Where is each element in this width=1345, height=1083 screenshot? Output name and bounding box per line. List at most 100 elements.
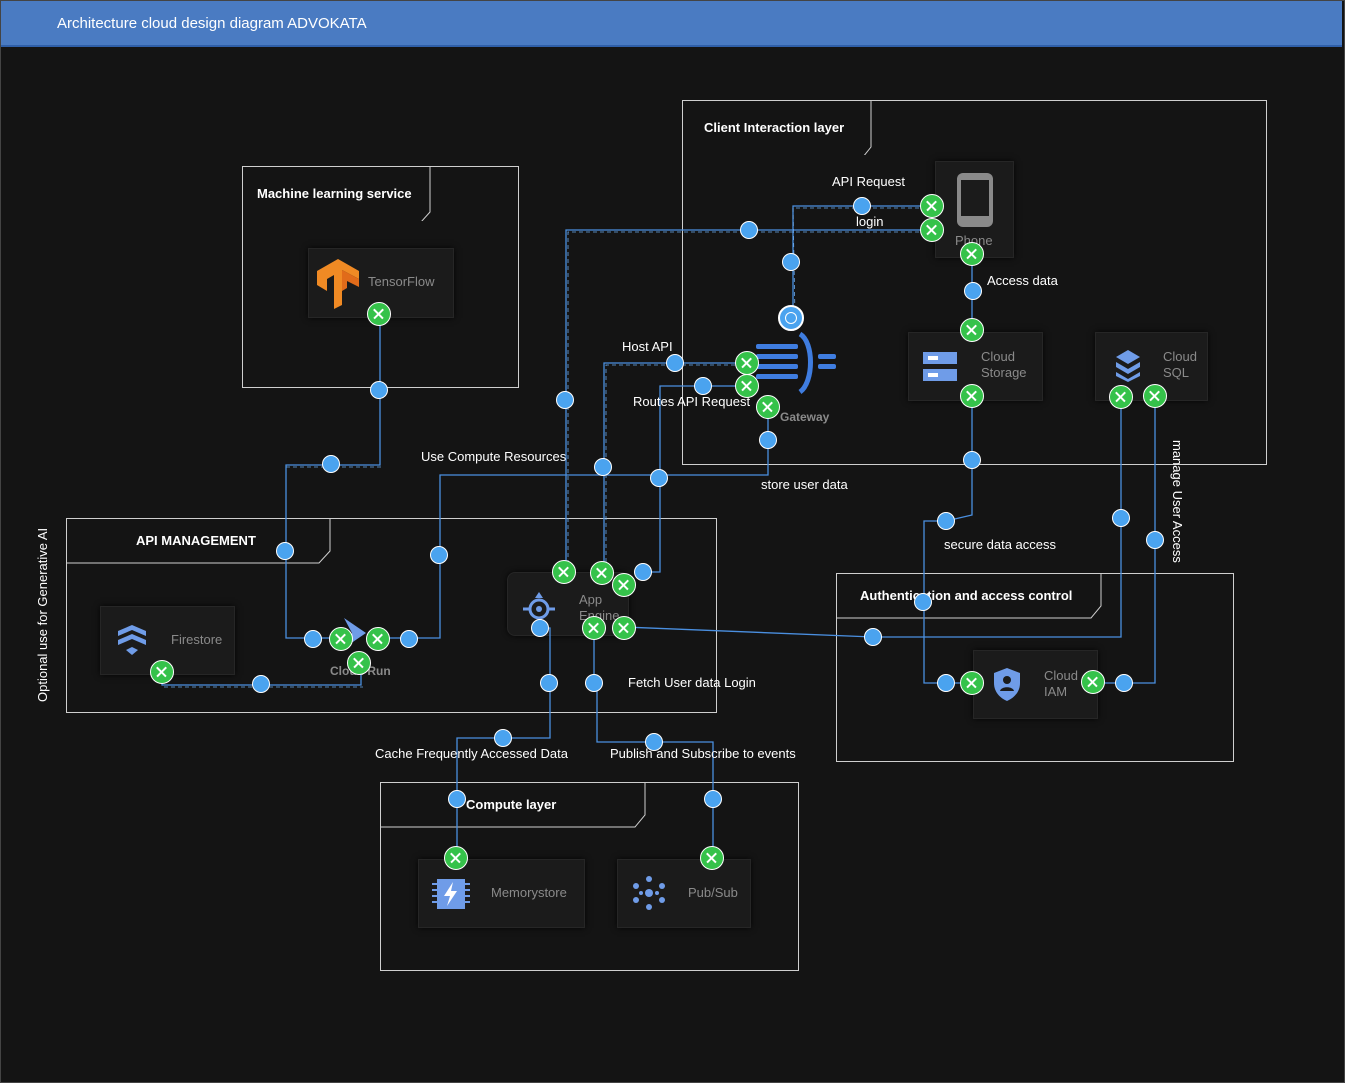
connector-point[interactable]: [700, 846, 724, 870]
wire-handle[interactable]: [759, 431, 777, 449]
phone-icon: [957, 173, 993, 227]
api-gateway-icon: [756, 331, 836, 395]
connector-point[interactable]: [612, 616, 636, 640]
connector-point[interactable]: [756, 395, 780, 419]
wire-handle[interactable]: [964, 282, 982, 300]
cloud-sql-icon: [1116, 350, 1140, 382]
wire-handle[interactable]: [448, 790, 466, 808]
tensorflow-label: TensorFlow: [368, 274, 435, 289]
wire-handle[interactable]: [634, 563, 652, 581]
wire-handle[interactable]: [531, 619, 549, 637]
diagram-title: Architecture cloud design diagram ADVOKA…: [57, 15, 367, 32]
connector-point[interactable]: [920, 218, 944, 242]
side-label-generative-ai: Optional use for Generative AI: [35, 527, 50, 702]
wire-handle[interactable]: [963, 451, 981, 469]
group-title-api: API MANAGEMENT: [136, 533, 256, 548]
wire-handle[interactable]: [276, 542, 294, 560]
tensorflow-icon: [317, 259, 359, 309]
wire-handle[interactable]: [853, 197, 871, 215]
api-gateway-label: Gateway: [780, 410, 830, 424]
edge-label-store-user: store user data: [761, 477, 848, 492]
connector-point[interactable]: [1081, 670, 1105, 694]
connector-point[interactable]: [735, 374, 759, 398]
wire-handle[interactable]: [1112, 509, 1130, 527]
group-auth[interactable]: Authentication and access control: [836, 573, 1234, 762]
firestore-icon: [118, 625, 146, 655]
edge-label-fetch-user: Fetch User data Login: [628, 675, 756, 690]
wire-handle[interactable]: [1146, 531, 1164, 549]
wire-handle[interactable]: [370, 381, 388, 399]
connector-point[interactable]: [960, 318, 984, 342]
cloud-iam-icon: [994, 668, 1020, 701]
wire-handle[interactable]: [556, 391, 574, 409]
connector-point[interactable]: [960, 384, 984, 408]
edge-label-access-data: Access data: [987, 273, 1058, 288]
wire-handle[interactable]: [704, 790, 722, 808]
connector-point[interactable]: [582, 616, 606, 640]
pubsub-icon: [633, 876, 665, 910]
cloud-sql-label-1: Cloud: [1163, 349, 1197, 364]
memorystore-label: Memorystore: [491, 885, 567, 900]
edge-label-cache: Cache Frequently Accessed Data: [375, 746, 568, 761]
wire-handle[interactable]: [1115, 674, 1133, 692]
wire-handle[interactable]: [645, 733, 663, 751]
app-engine-icon: [523, 592, 555, 620]
wire-handle[interactable]: [914, 593, 932, 611]
wire-handle[interactable]: [694, 377, 712, 395]
group-compute[interactable]: Compute layer: [380, 782, 799, 971]
cloud-iam-node[interactable]: Cloud IAM: [973, 650, 1098, 719]
wire-handle[interactable]: [430, 546, 448, 564]
edge-label-pubsub-events: Publish and Subscribe to events: [610, 746, 796, 761]
pubsub-node[interactable]: Pub/Sub: [617, 859, 751, 928]
edge-label-api-request: API Request: [832, 174, 905, 189]
connector-point[interactable]: [960, 242, 984, 266]
connector-point[interactable]: [366, 627, 390, 651]
connector-point[interactable]: [920, 194, 944, 218]
connector-point[interactable]: [1109, 385, 1133, 409]
wire-handle[interactable]: [322, 455, 340, 473]
cloud-iam-label-2: IAM: [1044, 684, 1068, 699]
connector-point[interactable]: [612, 573, 636, 597]
title-bar: Architecture cloud design diagram ADVOKA…: [1, 1, 1342, 47]
connector-point[interactable]: [960, 671, 984, 695]
wire-handle[interactable]: [782, 253, 800, 271]
group-title-compute: Compute layer: [466, 797, 557, 812]
wire-handle[interactable]: [937, 674, 955, 692]
wire-handle[interactable]: [540, 674, 558, 692]
wire-handle[interactable]: [650, 469, 668, 487]
cloud-storage-label-2: Storage: [981, 365, 1027, 380]
wire-handle[interactable]: [594, 458, 612, 476]
group-title-client: Client Interaction layer: [704, 120, 845, 135]
connector-point[interactable]: [367, 302, 391, 326]
cloud-sql-label-2: SQL: [1163, 365, 1190, 380]
connector-point[interactable]: [1143, 384, 1167, 408]
connector-point[interactable]: [150, 660, 174, 684]
cloud-storage-icon: [923, 352, 957, 381]
connector-point[interactable]: [329, 627, 353, 651]
connector-point[interactable]: [444, 846, 468, 870]
wire-handle[interactable]: [252, 675, 270, 693]
firestore-label: Firestore: [171, 632, 223, 647]
wire-handle[interactable]: [937, 512, 955, 530]
edge-label-manage-user: manage User Access: [1170, 440, 1185, 563]
wire-handle[interactable]: [494, 729, 512, 747]
connector-point[interactable]: [347, 651, 371, 675]
wire-handle[interactable]: [864, 628, 882, 646]
wire-handle[interactable]: [304, 630, 322, 648]
edge-label-routes-api: Routes API Request: [633, 394, 751, 409]
group-api-management[interactable]: API MANAGEMENT: [66, 518, 717, 713]
app-engine-label-1: App: [579, 592, 603, 607]
connector-point[interactable]: [552, 560, 576, 584]
connector-point[interactable]: [735, 351, 759, 375]
wire-handle[interactable]: [666, 354, 684, 372]
cloud-storage-label-1: Cloud: [981, 349, 1015, 364]
edge-label-host-api: Host API: [622, 339, 673, 354]
connector-point[interactable]: [590, 561, 614, 585]
wire-handle[interactable]: [740, 221, 758, 239]
memorystore-node[interactable]: Memorystore: [418, 859, 585, 928]
wire-handle[interactable]: [400, 630, 418, 648]
cloud-iam-label-1: Cloud: [1044, 668, 1078, 683]
wire-handle[interactable]: [585, 674, 603, 692]
gateway-connector-ring[interactable]: [778, 305, 804, 331]
